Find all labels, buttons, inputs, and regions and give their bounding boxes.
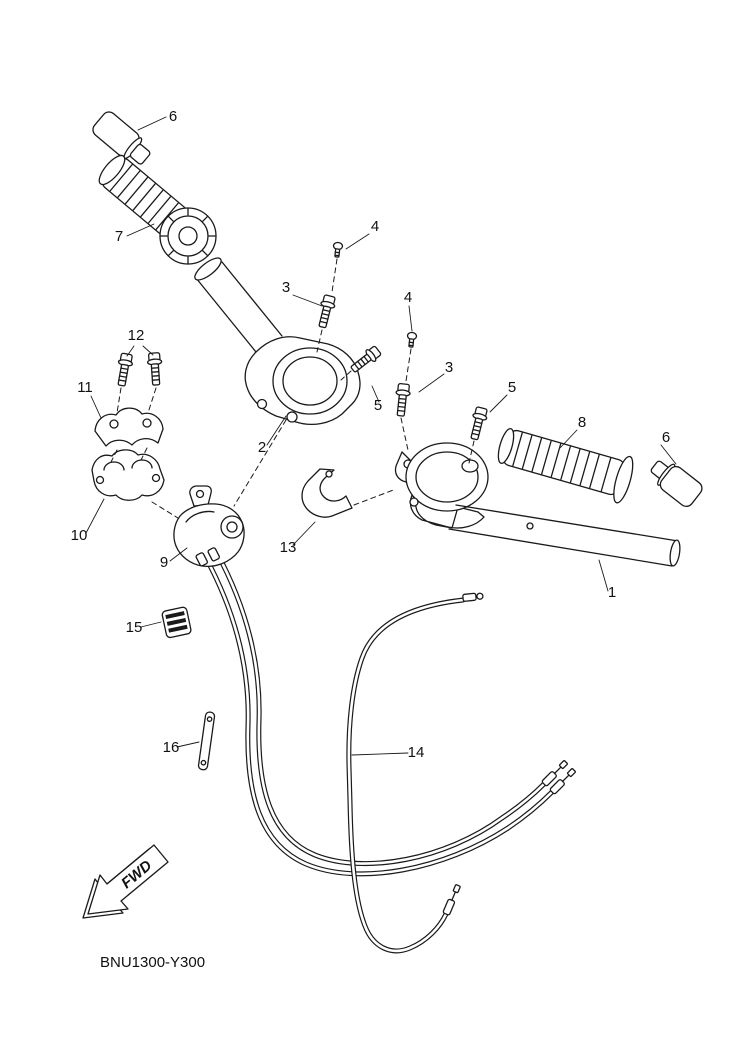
screw-5-left	[347, 343, 383, 376]
part-11-upper-clamp	[94, 407, 164, 447]
part-label-14: 14	[408, 744, 425, 761]
part-label-4-right: 4	[404, 289, 412, 306]
part-6-right-cap	[650, 460, 703, 508]
part-label-13: 13	[280, 539, 297, 556]
part-14-throttle-cables	[203, 550, 578, 954]
part-label-12: 12	[128, 327, 145, 344]
screw-4-upper	[331, 241, 344, 259]
screw-3-upper	[314, 293, 338, 330]
part-label-3-upper: 3	[282, 279, 290, 296]
callout-labels: 6 7 4 3 12 11 2 5 4 3 5 8 6 10 9 13 1 15…	[71, 108, 671, 761]
cable-adjuster-3	[442, 883, 462, 917]
part-label-8: 8	[578, 414, 586, 431]
part-label-5-right: 5	[508, 379, 516, 396]
part-label-1: 1	[608, 584, 616, 601]
part-label-6-right: 6	[662, 429, 670, 446]
screw-5-right	[466, 405, 490, 442]
part-label-5-left: 5	[374, 397, 382, 414]
part-13-bracket	[301, 468, 353, 518]
part-label-15: 15	[126, 619, 143, 636]
part-10-lower-clamp	[91, 449, 165, 501]
part-2-upper-holder	[244, 336, 361, 425]
fwd-arrow: FWD	[82, 844, 169, 919]
right-holder	[394, 442, 489, 529]
screw-3-right	[393, 382, 412, 418]
screw-12-a	[113, 352, 135, 388]
part-label-2: 2	[258, 439, 266, 456]
handlebar-left-tube	[194, 257, 283, 353]
part-label-6-left: 6	[169, 108, 177, 125]
part-label-7: 7	[115, 228, 123, 245]
part-15-clip	[161, 606, 192, 639]
part-label-10: 10	[71, 527, 88, 544]
part-label-4-upper: 4	[371, 218, 379, 235]
part-label-11: 11	[77, 379, 93, 396]
part-16-strip	[197, 711, 216, 771]
part-label-9: 9	[160, 554, 168, 571]
part-7-grip-left	[98, 154, 217, 265]
leader-lines	[85, 116, 677, 756]
cable-end-fitting-top	[462, 592, 484, 602]
screw-12-b	[146, 351, 164, 387]
part-8-grip-right	[497, 427, 634, 504]
part-label-16: 16	[163, 739, 180, 756]
part-9-switch-housing	[173, 485, 245, 568]
assembly-axis-lines	[110, 258, 475, 519]
part-1-handlebar	[448, 504, 681, 567]
screw-4-right	[405, 331, 418, 349]
part-6-left-cap	[92, 111, 151, 165]
diagram-code: BNU1300-Y300	[100, 954, 205, 971]
part-label-3-right: 3	[445, 359, 453, 376]
